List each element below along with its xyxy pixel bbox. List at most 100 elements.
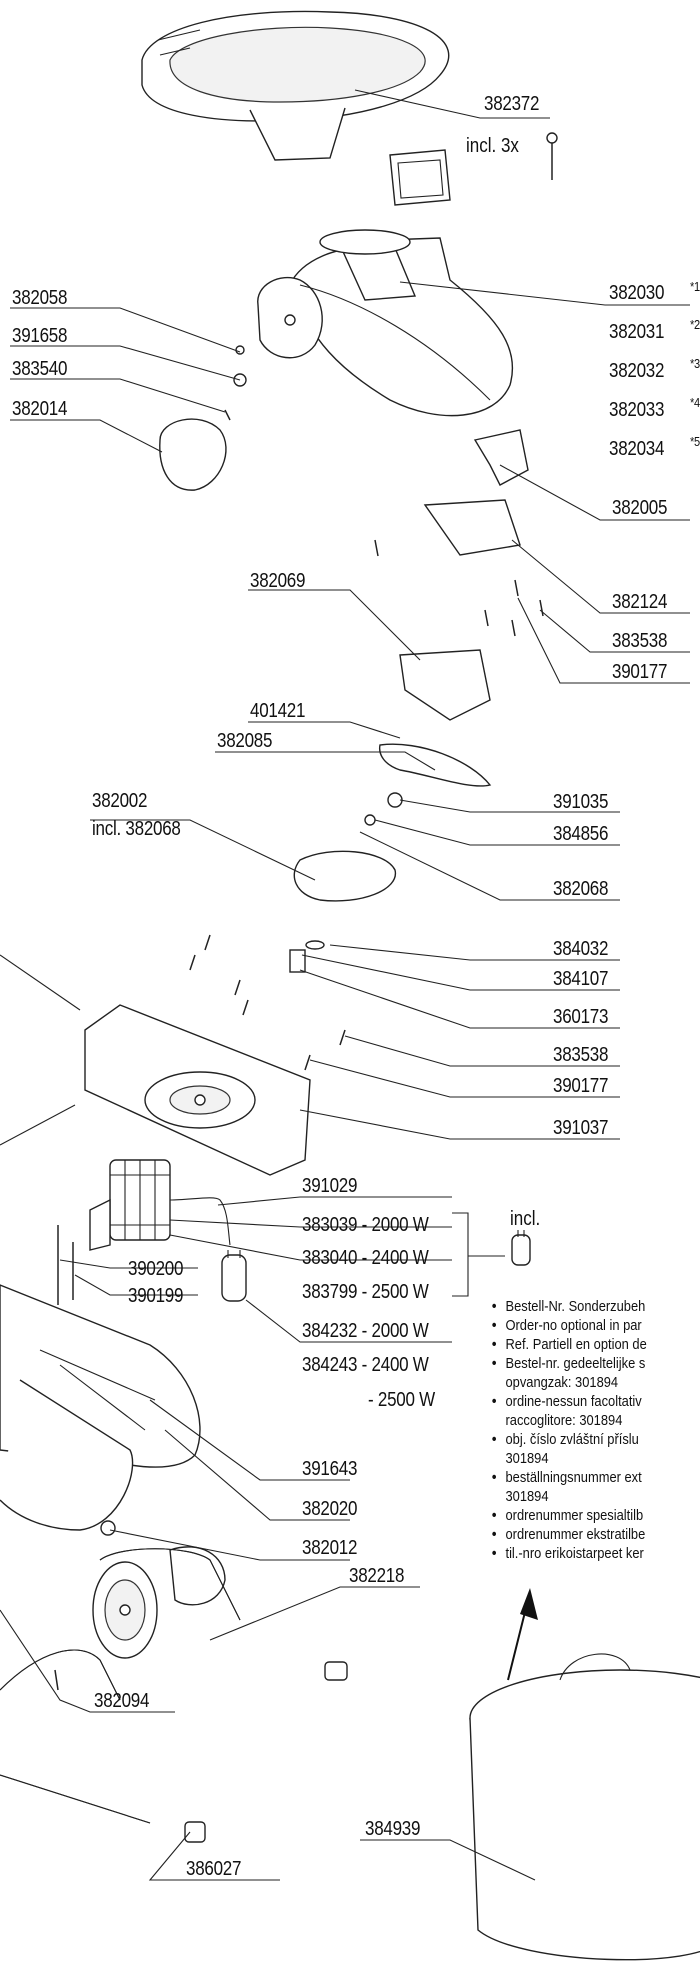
label-382020: 382020	[302, 1498, 358, 1520]
washer-icon	[235, 345, 245, 355]
blade-housing-part	[84, 1004, 311, 1176]
label-383540: 383540	[12, 358, 68, 380]
wheel-part	[92, 1561, 158, 1659]
screws-group	[374, 539, 544, 637]
label-390177-top: 390177	[612, 661, 668, 683]
note-item-continuation: 301894	[505, 1450, 549, 1467]
plate-part	[423, 499, 521, 556]
arrow-icon	[507, 1588, 538, 1681]
note-item: Bestell-Nr. Sonderzubeh	[490, 1297, 700, 1316]
sleeve-part	[289, 949, 306, 973]
capacitor-part	[221, 1250, 247, 1302]
label-382014: 382014	[12, 398, 68, 420]
label-382094: 382094	[94, 1690, 150, 1712]
label-383538-mid: 383538	[553, 1044, 609, 1066]
spacer-part	[184, 1821, 206, 1843]
screw-icon	[546, 132, 558, 180]
note-item: beställningsnummer ext	[490, 1468, 700, 1487]
label-382032: 382032	[609, 360, 665, 382]
label-382005: 382005	[612, 497, 668, 519]
label-390177-mid: 390177	[553, 1075, 609, 1097]
label-382069: 382069	[250, 570, 306, 592]
frame-part	[0, 1548, 241, 1701]
nut-icon	[387, 792, 403, 808]
label-390199: 390199	[128, 1285, 184, 1307]
note-item: ordrenummer spesialtilb	[490, 1506, 700, 1525]
blade-part	[378, 743, 492, 787]
screws-group	[189, 934, 346, 1071]
note-item: obj. číslo zvláštní příslu	[490, 1430, 700, 1449]
label-382032-star: *3	[690, 356, 700, 371]
label-incl: incl.	[510, 1208, 541, 1230]
note-item-continuation: opvangzak: 301894	[505, 1374, 619, 1391]
note-item: Ref. Partiell en option de	[490, 1335, 700, 1354]
note-item-continuation: 301894	[505, 1488, 549, 1505]
ring-part	[159, 418, 227, 491]
label-382031-star: *2	[690, 317, 700, 332]
note-item: ordrenummer ekstratilbe	[490, 1525, 700, 1544]
label-401421: 401421	[250, 700, 306, 722]
label-384939: 384939	[365, 1818, 421, 1840]
label-382218: 382218	[349, 1565, 405, 1587]
label-383040: 383040 - 2400 W	[302, 1247, 429, 1269]
optional-accessory-notes: Bestell-Nr. Sonderzubeh Order-no optiona…	[490, 1297, 700, 1563]
wheel-cap-part	[169, 1546, 226, 1606]
label-391643: 391643	[302, 1458, 358, 1480]
top-cover-part	[141, 10, 450, 161]
label-382002-incl: incl. 382068	[92, 818, 181, 840]
cutter-disc-part	[293, 850, 396, 902]
label-382085: 382085	[217, 730, 273, 752]
label-382033-star: *4	[690, 395, 700, 410]
label-382034-star: *5	[690, 434, 700, 449]
label-incl-3x: incl. 3x	[466, 135, 519, 157]
label-384032: 384032	[553, 938, 609, 960]
label-384856: 384856	[553, 823, 609, 845]
variants-bracket	[452, 1212, 505, 1297]
clip-part	[473, 429, 529, 486]
label-382058: 382058	[12, 287, 68, 309]
bracket-part	[389, 149, 451, 206]
label-382034: 382034	[609, 438, 665, 460]
label-382372: 382372	[484, 93, 540, 115]
label-382033: 382033	[609, 399, 665, 421]
label-384243: 384243 - 2400 W	[302, 1354, 429, 1376]
lower-housing-part	[0, 1284, 201, 1531]
label-391658: 391658	[12, 325, 68, 347]
capacitor-icon	[511, 1230, 531, 1266]
screw-icon	[54, 1669, 59, 1691]
note-item-continuation: raccoglitore: 301894	[505, 1412, 623, 1429]
label-384107: 384107	[553, 968, 609, 990]
note-item: Bestel-nr. gedeeltelijke s	[490, 1354, 700, 1373]
label-382030: 382030	[609, 282, 665, 304]
label-360173: 360173	[553, 1006, 609, 1028]
leader-lines	[0, 89, 690, 1881]
label-391037: 391037	[553, 1117, 609, 1139]
note-item: Order-no optional in par	[490, 1316, 700, 1335]
washer-icon	[364, 814, 376, 826]
washer-icon	[305, 940, 325, 950]
label-382012: 382012	[302, 1537, 358, 1559]
label-391029: 391029	[302, 1175, 358, 1197]
label-383039: 383039 - 2000 W	[302, 1214, 429, 1236]
label-384232: 384232 - 2000 W	[302, 1320, 429, 1342]
label-382068: 382068	[553, 878, 609, 900]
axle-nut-icon	[100, 1520, 116, 1536]
label-391035: 391035	[553, 791, 609, 813]
label-390200: 390200	[128, 1258, 184, 1280]
motor-part	[89, 1159, 231, 1251]
label-382031: 382031	[609, 321, 665, 343]
note-item: ordine-nessun facoltativ	[490, 1392, 700, 1411]
note-item: til.-nro erikoistarpeet ker	[490, 1544, 700, 1563]
label-382002: 382002	[92, 790, 148, 812]
label-2500w: - 2500 W	[368, 1389, 435, 1411]
screw-icon	[224, 409, 231, 421]
spacer-part	[324, 1661, 348, 1681]
motor-housing-part	[257, 229, 514, 417]
label-383799: 383799 - 2500 W	[302, 1281, 429, 1303]
catch-bag-part	[469, 1653, 700, 1961]
label-386027: 386027	[186, 1858, 242, 1880]
label-382124: 382124	[612, 591, 668, 613]
label-382030-star: *1	[690, 279, 700, 294]
label-383538-top: 383538	[612, 630, 668, 652]
